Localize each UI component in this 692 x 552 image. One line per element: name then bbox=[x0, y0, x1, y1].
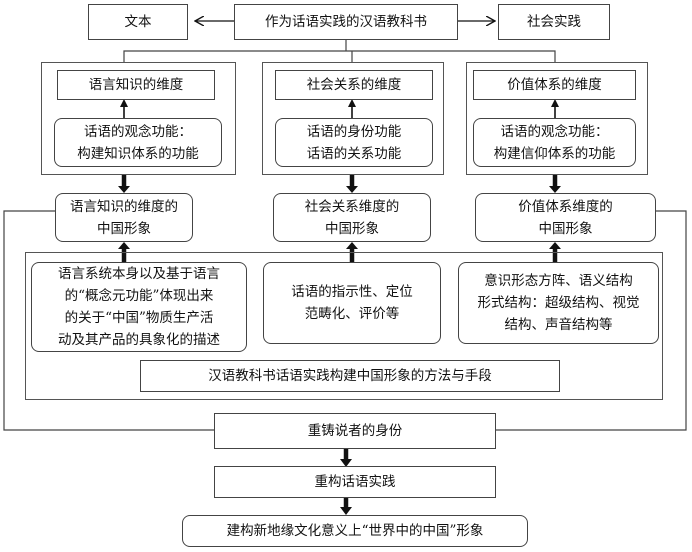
method-box-col3: 意识形态方阵、语义结构 形式结构：超级结构、视觉 结构、声音结构等 bbox=[458, 262, 659, 344]
methods-frame bbox=[25, 252, 663, 400]
function-line-col3-2: 构建信仰体系的功能 bbox=[493, 145, 616, 162]
method-line-col2-2: 范畴化、评价等 bbox=[304, 306, 400, 322]
method-line-col3-3: 结构、声音结构等 bbox=[504, 317, 613, 333]
function-box-col2: 话语的身份功能 话语的关系功能 bbox=[275, 118, 433, 167]
right-loop-line bbox=[496, 210, 687, 431]
image-line-col2-2: 中国形象 bbox=[325, 220, 379, 237]
identity-label: 重铸说者的身份 bbox=[307, 423, 403, 439]
image-line-col2-1: 社会关系维度的 bbox=[304, 198, 400, 215]
function-line-col2-1: 话语的身份功能 bbox=[306, 123, 402, 140]
image-box-col1: 语言知识的维度的 中国形象 bbox=[55, 193, 193, 242]
method-box-col1: 语言系统本身以及基于语言 的“概念元功能”体现出来 的关于“中国”物质生产活 动… bbox=[31, 262, 247, 352]
function-box-col1: 话语的观念功能： 构建知识体系的功能 bbox=[54, 118, 222, 167]
left-loop-line bbox=[3, 210, 214, 431]
arrow-down-col1-head bbox=[118, 186, 130, 193]
goal-label: 建构新地缘文化意义上“世界中的中国”形象 bbox=[226, 523, 484, 539]
method-line-col1-1: 语言系统本身以及基于语言 bbox=[58, 266, 220, 282]
method-box-col2: 话语的指示性、定位 范畴化、评价等 bbox=[263, 262, 441, 344]
methods-summary-label: 汉语教科书话语实践构建中国形象的方法与手段 bbox=[208, 368, 492, 384]
goal-box: 建构新地缘文化意义上“世界中的中国”形象 bbox=[182, 515, 528, 547]
image-line-col1-2: 中国形象 bbox=[97, 220, 151, 237]
dimension-label-col1: 语言知识的维度 bbox=[88, 77, 184, 93]
image-box-col3: 价值体系维度的 中国形象 bbox=[475, 193, 656, 242]
function-line-col3-1: 话语的观念功能： bbox=[500, 123, 609, 140]
method-line-col1-3: 的关于“中国”物质生产活 bbox=[64, 310, 214, 326]
textbook-label: 作为话语实践的汉语教科书 bbox=[265, 14, 427, 30]
function-line-col1-1: 话语的观念功能： bbox=[84, 123, 192, 140]
method-line-col3-1: 意识形态方阵、语义结构 bbox=[484, 273, 633, 289]
text-box: 文本 bbox=[88, 4, 188, 40]
method-line-col2-1: 话语的指示性、定位 bbox=[291, 284, 413, 300]
dimension-label-col2: 社会关系的维度 bbox=[306, 77, 402, 93]
method-line-col1-4: 动及其产品的具象化的描述 bbox=[58, 332, 220, 348]
function-line-col2-2: 话语的关系功能 bbox=[306, 145, 402, 162]
practice-label: 重构话语实践 bbox=[314, 474, 396, 490]
arrow-down-col3-head bbox=[549, 186, 561, 193]
function-box-col3: 话语的观念功能： 构建信仰体系的功能 bbox=[473, 118, 636, 167]
method-line-col3-2: 形式结构：超级结构、视觉 bbox=[477, 295, 640, 311]
frame-col3 bbox=[466, 62, 648, 175]
arrow-up-col1-head bbox=[118, 242, 130, 249]
method-line-col1-2: 的“概念元功能”体现出来 bbox=[64, 288, 214, 304]
dimension-box-col1: 语言知识的维度 bbox=[57, 70, 215, 100]
dimension-box-col2: 社会关系的维度 bbox=[275, 70, 433, 100]
image-box-col2: 社会关系维度的 中国形象 bbox=[273, 193, 431, 242]
image-line-col3-1: 价值体系维度的 bbox=[518, 198, 613, 215]
arrow-up-col2-head bbox=[346, 242, 358, 249]
frame-col2 bbox=[262, 62, 444, 175]
image-line-col1-1: 语言知识的维度的 bbox=[70, 198, 178, 215]
arrow-down-identity-head bbox=[340, 459, 352, 467]
text-label: 文本 bbox=[124, 14, 152, 30]
dimension-box-col3: 价值体系的维度 bbox=[473, 70, 636, 100]
top-bracket bbox=[123, 40, 556, 62]
social-practice-box: 社会实践 bbox=[498, 4, 610, 40]
image-line-col3-2: 中国形象 bbox=[538, 220, 593, 237]
social-practice-label: 社会实践 bbox=[527, 14, 581, 30]
frame-col1 bbox=[41, 62, 236, 175]
practice-box: 重构话语实践 bbox=[214, 466, 496, 498]
arrow-down-practice-head bbox=[340, 507, 352, 515]
methods-summary-box: 汉语教科书话语实践构建中国形象的方法与手段 bbox=[140, 360, 560, 392]
function-line-col1-2: 构建知识体系的功能 bbox=[77, 145, 199, 162]
arrow-down-col2-head bbox=[346, 186, 358, 193]
identity-box: 重铸说者的身份 bbox=[214, 413, 496, 449]
dimension-label-col3: 价值体系的维度 bbox=[507, 77, 602, 93]
textbook-discourse-practice-box: 作为话语实践的汉语教科书 bbox=[234, 4, 458, 40]
arrow-up-col3-head bbox=[549, 242, 561, 249]
